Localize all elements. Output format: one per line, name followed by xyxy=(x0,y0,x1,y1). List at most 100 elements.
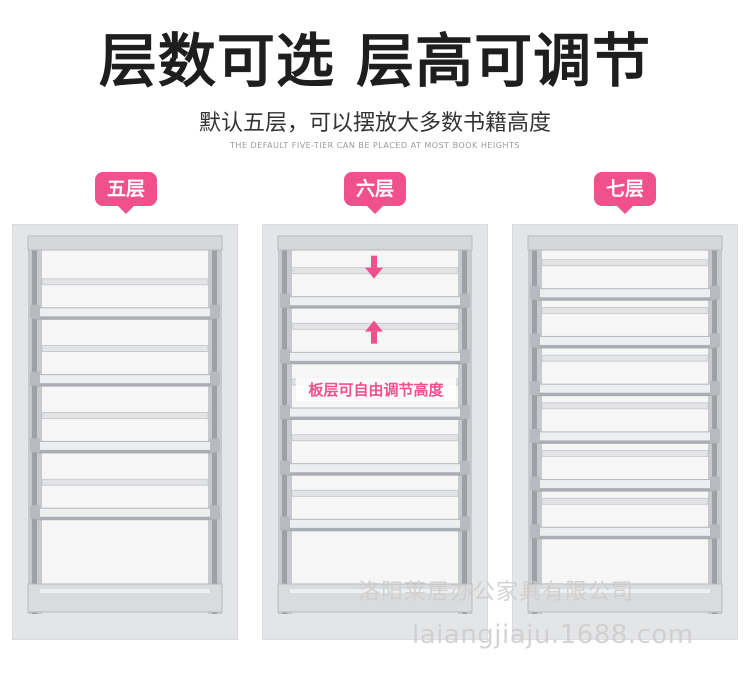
shelf-board xyxy=(285,518,465,529)
arrow-down-icon-shaft xyxy=(371,255,377,268)
subheadline-english: THE DEFAULT FIVE-TIER CAN BE PLACED AT M… xyxy=(230,141,520,150)
badge-six-tier: 六层 xyxy=(344,172,406,214)
shelf-bracket xyxy=(210,505,220,520)
shelf-board xyxy=(535,383,715,394)
shelf-board-edge xyxy=(536,536,714,540)
shelf-left-post-shadow xyxy=(282,236,287,614)
shelf-bracket xyxy=(710,285,720,300)
shelf-board-edge xyxy=(36,450,214,454)
shelf-board-edge xyxy=(536,488,714,492)
shelf-bracket xyxy=(280,293,290,308)
shelf-back-bar xyxy=(541,402,709,410)
shelf-bracket xyxy=(710,524,720,539)
shelf-board xyxy=(535,431,715,442)
shelf-board-edge xyxy=(286,305,464,309)
shelf-bracket xyxy=(530,285,540,300)
shelf-base xyxy=(527,583,723,613)
shelf-back-bar xyxy=(541,450,709,457)
shelf-board-edge xyxy=(286,472,464,476)
shelf-back-bar xyxy=(41,411,209,419)
shelf-five-tier xyxy=(12,224,238,640)
shelf-board xyxy=(285,463,465,474)
shelf-back-bar xyxy=(541,259,709,267)
adjustable-height-annotation: 板层可自由调节高度 xyxy=(296,378,456,401)
shelf-board-edge xyxy=(536,393,714,397)
badge-seven-tier: 七层 xyxy=(594,172,656,214)
shelf-back-bar xyxy=(41,278,209,286)
shelf-left-post-shadow xyxy=(532,236,537,614)
shelf-board xyxy=(285,407,465,418)
shelf-board-edge xyxy=(36,316,214,320)
shelf-board xyxy=(535,288,715,299)
shelf-board xyxy=(535,335,715,346)
shelf-bracket xyxy=(460,460,470,475)
shelf-right-post-shadow xyxy=(712,236,717,614)
arrow-up-icon-shaft xyxy=(371,331,377,344)
shelf-board xyxy=(35,307,215,318)
shelf-back-bar xyxy=(291,489,459,497)
shelf-back-panel xyxy=(290,236,460,608)
shelf-top-beam xyxy=(277,235,473,251)
shelf-bracket xyxy=(530,333,540,348)
shelf-board xyxy=(285,351,465,362)
arrow-up-icon xyxy=(365,320,383,332)
shelf-bracket xyxy=(460,405,470,419)
shelf-bracket xyxy=(530,476,540,491)
shelf-back-bar xyxy=(41,345,209,352)
shelf-board xyxy=(35,507,215,518)
shelf-back-panel xyxy=(40,236,210,608)
shelf-right-post-shadow xyxy=(462,236,467,614)
arrow-down-icon xyxy=(365,267,383,279)
shelf-bracket xyxy=(460,293,470,308)
shelf-back-bar xyxy=(291,434,459,442)
badge-five-tier: 五层 xyxy=(95,172,157,214)
shelf-bracket xyxy=(30,371,40,386)
shelf-base-highlight xyxy=(40,589,210,593)
shelf-board-edge xyxy=(286,417,464,420)
shelf-board-edge xyxy=(536,345,714,349)
shelf-board-edge xyxy=(536,297,714,301)
shelf-back-bar xyxy=(541,354,709,362)
shelf-top-beam xyxy=(27,235,223,251)
watermark-url: laiangjiaju.1688.com xyxy=(412,620,694,650)
shelf-board-edge xyxy=(36,383,214,387)
shelf-bracket xyxy=(280,405,290,419)
shelf-bracket xyxy=(530,524,540,539)
shelf-bracket xyxy=(710,476,720,491)
shelf-board xyxy=(285,296,465,307)
shelf-board-edge xyxy=(286,528,464,532)
shelf-board-edge xyxy=(536,440,714,444)
shelf-back-bar xyxy=(541,497,709,505)
shelf-bracket xyxy=(460,516,470,531)
shelf-bracket xyxy=(280,516,290,531)
shelf-board-edge xyxy=(286,361,464,365)
shelf-board xyxy=(535,526,715,537)
shelf-bracket xyxy=(710,381,720,396)
shelf-bracket xyxy=(30,304,40,319)
shelf-bracket xyxy=(530,428,540,443)
shelf-back-bar xyxy=(541,307,709,314)
shelf-six-tier xyxy=(262,224,488,640)
shelf-board-edge xyxy=(36,517,214,521)
shelf-base-highlight xyxy=(540,589,710,593)
shelf-bracket xyxy=(210,304,220,319)
shelf-bracket xyxy=(460,349,470,364)
headline: 层数可选 层高可调节 xyxy=(98,27,652,95)
shelf-bracket xyxy=(30,438,40,453)
shelf-base xyxy=(27,583,223,613)
shelf-back-bar xyxy=(41,478,209,486)
shelf-board xyxy=(535,479,715,490)
shelf-bracket xyxy=(30,505,40,520)
subheadline: 默认五层，可以摆放大多数书籍高度 xyxy=(198,111,551,136)
shelf-base xyxy=(277,583,473,613)
shelf-board xyxy=(35,374,215,385)
shelf-top-beam xyxy=(527,235,723,251)
shelf-bracket xyxy=(210,371,220,386)
shelf-bracket xyxy=(280,460,290,475)
shelf-bracket xyxy=(280,349,290,364)
shelf-base-highlight xyxy=(290,589,460,593)
shelf-seven-tier xyxy=(512,224,738,640)
shelf-bracket xyxy=(710,428,720,443)
shelf-right-post-shadow xyxy=(212,236,217,614)
shelf-bracket xyxy=(210,438,220,453)
